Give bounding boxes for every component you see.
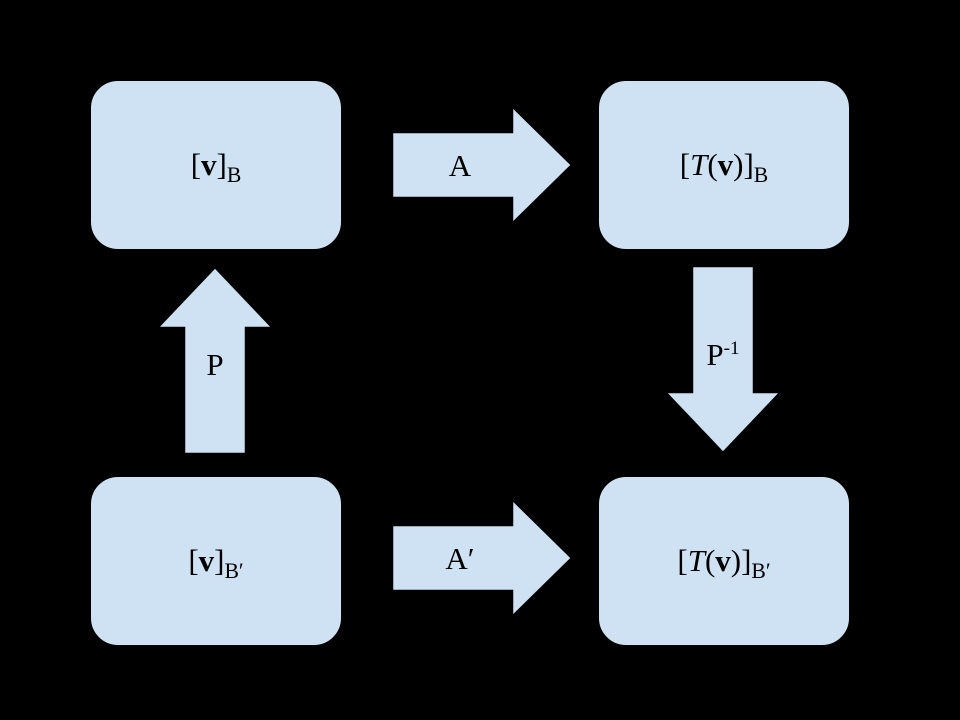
subscript-B-prime: B′	[224, 558, 244, 583]
node-label: [v]B′	[188, 543, 243, 583]
subscript-B-prime: B′	[751, 558, 771, 583]
bracket-open: [	[677, 543, 688, 578]
arrow-A-right-icon	[390, 100, 575, 230]
bracket-close: ]	[743, 147, 754, 182]
arrow-P-up-icon	[150, 264, 280, 456]
vector-v: v	[198, 543, 215, 578]
bracket-open: [	[188, 543, 199, 578]
bracket-close: ]	[216, 147, 227, 182]
vector-v: v	[201, 147, 217, 182]
bracket-close: ]	[741, 543, 752, 578]
arrow-P-inverse-down-icon	[658, 264, 788, 456]
vector-v: v	[717, 147, 734, 182]
arrow-A-prime-right-icon	[390, 493, 575, 623]
paren-open: (	[707, 147, 718, 182]
vector-v: v	[715, 543, 731, 578]
node-v-basis-B: [v]B	[88, 78, 344, 252]
node-v-basis-B-prime: [v]B′	[88, 474, 344, 648]
node-Tv-basis-B: [T(v)]B	[596, 78, 852, 252]
paren-close: )	[730, 543, 742, 578]
node-label: [T(v)]B′	[677, 543, 770, 583]
paren-close: )	[733, 147, 744, 182]
subscript-B: B	[753, 162, 769, 187]
subscript-B: B	[226, 162, 242, 187]
bracket-open: [	[190, 147, 202, 182]
bracket-close: ]	[214, 543, 225, 578]
transform-T: T	[687, 543, 705, 578]
node-Tv-basis-B-prime: [T(v)]B′	[596, 474, 852, 648]
paren-open: (	[704, 543, 716, 578]
transform-T: T	[690, 147, 708, 182]
bracket-open: [	[679, 147, 691, 182]
node-label: [v]B	[190, 147, 242, 187]
node-label: [T(v)]B	[679, 147, 769, 187]
